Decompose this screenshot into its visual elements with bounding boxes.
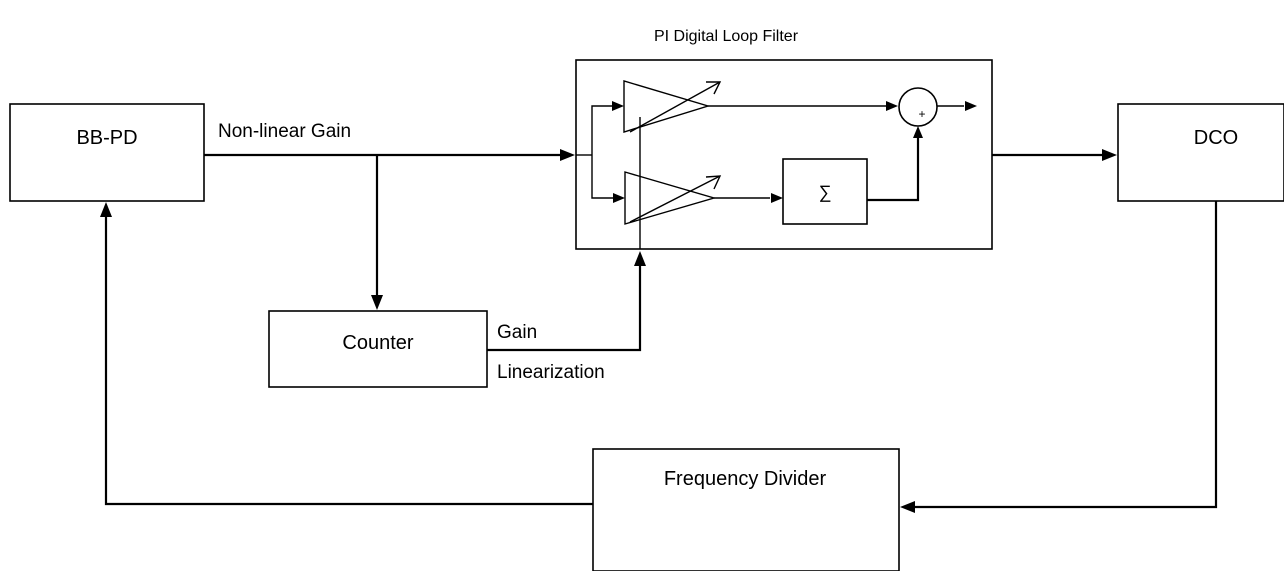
integrator-block: ∑ bbox=[782, 158, 868, 225]
filter-to-dco-arrow bbox=[1102, 149, 1117, 161]
integrator-symbol: ∑ bbox=[819, 182, 832, 202]
gain-linearization-wire bbox=[487, 265, 642, 352]
gain-linearization-arrow bbox=[634, 251, 646, 266]
adder-plus-sign: + bbox=[918, 107, 925, 121]
linearization-label: Linearization bbox=[497, 362, 605, 383]
counter-block: Counter bbox=[268, 310, 488, 388]
nonlinear-gain-label: Non-linear Gain bbox=[218, 121, 351, 142]
upper-gain-input-arrow bbox=[612, 101, 624, 111]
adder-node: + bbox=[898, 87, 938, 127]
lower-gain-input-arrow bbox=[613, 193, 625, 203]
bbpd-block: BB-PD bbox=[9, 103, 205, 202]
dco-label: DCO bbox=[1194, 127, 1238, 149]
dco-to-divider-arrow bbox=[900, 501, 915, 513]
dco-block: DCO bbox=[1117, 103, 1284, 202]
bbpd-to-filter-arrow bbox=[560, 149, 575, 161]
filter-input-split-wire bbox=[591, 105, 620, 199]
integral-gain-amplifier bbox=[624, 171, 722, 225]
to-integrator-arrow bbox=[771, 193, 783, 203]
loop-filter-title: PI Digital Loop Filter bbox=[654, 28, 799, 45]
divider-to-bbpd-wire bbox=[104, 217, 593, 506]
divider-to-bbpd-arrow bbox=[100, 202, 112, 217]
dco-to-divider-wire bbox=[915, 201, 1218, 509]
branch-to-counter-arrow bbox=[371, 295, 383, 310]
counter-label: Counter bbox=[342, 332, 413, 354]
frequency-divider-block: Frequency Divider bbox=[592, 448, 900, 571]
loop-filter-block: ∑ + bbox=[575, 59, 993, 250]
frequency-divider-label: Frequency Divider bbox=[664, 468, 827, 490]
bbpd-label: BB-PD bbox=[76, 127, 137, 149]
adder-output-arrow bbox=[965, 101, 977, 111]
proportional-to-adder-arrow bbox=[886, 101, 898, 111]
integrator-to-adder-arrow bbox=[913, 126, 923, 138]
proportional-gain-amplifier bbox=[623, 80, 722, 133]
gain-label: Gain bbox=[497, 322, 537, 343]
integrator-to-adder-wire bbox=[867, 138, 920, 202]
